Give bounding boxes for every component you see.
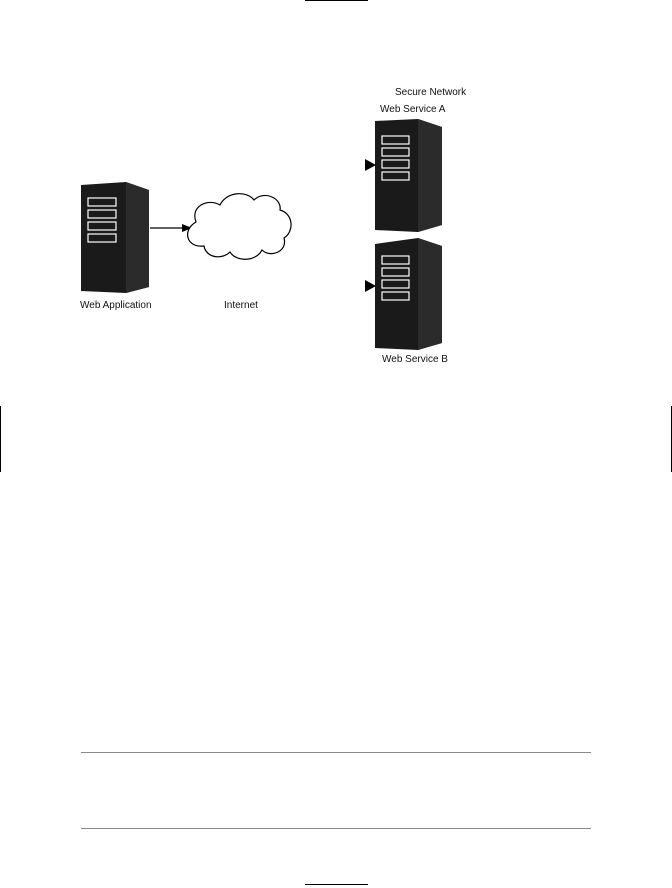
web-service-a-server-icon	[375, 119, 442, 232]
lower-divider	[81, 828, 591, 829]
bottom-crop-mark	[305, 884, 368, 885]
internet-cloud-icon	[187, 193, 292, 260]
secure-network-label: Secure Network	[395, 87, 467, 98]
internet-label: Internet	[224, 300, 258, 311]
upper-divider	[81, 752, 591, 753]
top-crop-mark	[305, 0, 368, 1]
arrowhead-to-web-service-b-icon	[365, 280, 376, 292]
left-edge-mark	[0, 406, 1, 472]
web-application-label: Web Application	[80, 300, 152, 311]
web-application-server-icon	[81, 182, 149, 293]
web-service-b-server-icon	[375, 238, 442, 350]
web-service-a-label: Web Service A	[380, 104, 446, 115]
web-service-b-label: Web Service B	[382, 354, 448, 365]
arrowhead-to-web-service-a-icon	[365, 159, 376, 171]
